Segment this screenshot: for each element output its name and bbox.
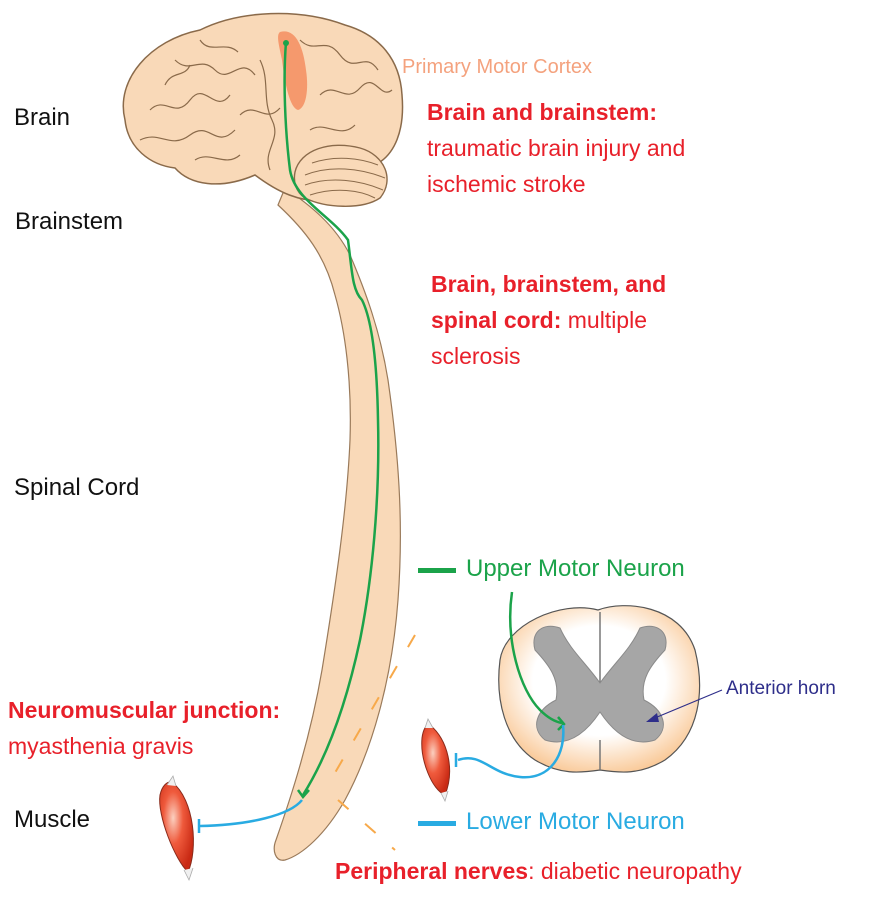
disease-site-line-2: spinal cord: [431,307,562,333]
left-muscle [159,775,194,882]
upper-neuron-soma [283,40,289,46]
anterior-horn-arrow [649,689,723,721]
zoom-connector-lines [324,634,416,851]
disease-ms-text: multiple [561,307,648,333]
cerebellum-folia [304,157,386,199]
right-muscle [421,718,451,803]
disease-site-brain-brainstem: Brain and brainstem: [427,99,658,125]
upper-motor-neuron-swatch [418,568,456,573]
disease-brain-brainstem: Brain and brainstem: traumatic brain inj… [427,94,685,202]
anterior-horn-arrowhead [646,713,659,722]
upper-neuron-section-terminal [557,716,566,731]
upper-neuron-terminal [296,789,310,800]
disease-site-line-1: Brain, brainstem, and [431,271,667,297]
disease-line-2: ischemic stroke [427,171,586,197]
upper-neuron-into-section [509,591,563,725]
cord-cross-section [498,605,701,773]
lower-motor-neuron-path [199,799,303,828]
disease-nmj-text: myasthenia gravis [8,733,194,759]
disease-line-1: traumatic brain injury and [427,135,686,161]
legend-upper-motor-neuron: Upper Motor Neuron [466,555,685,582]
brainstem-label: Brainstem [15,208,124,235]
anterior-horn-label: Anterior horn [726,678,836,699]
disease-brain-brainstem-cord: Brain, brainstem, and spinal cord: multi… [431,266,666,374]
upper-motor-neuron-path [283,41,380,796]
brain-gyri [139,39,393,171]
lower-neuron-out-of-section [457,724,565,779]
disease-site-nmj: Neuromuscular junction: [8,697,281,723]
disease-site-peripheral: Peripheral nerves [335,858,529,884]
muscle-label: Muscle [14,806,91,833]
disease-peripheral: Peripheral nerves: diabetic neuropathy [335,853,742,889]
brain-label: Brain [14,104,71,131]
disease-peripheral-text: : diabetic neuropathy [528,858,742,884]
lower-motor-neuron-swatch [418,821,456,826]
spinal-cord-label: Spinal Cord [14,474,140,501]
primary-motor-cortex-label: Primary Motor Cortex [402,56,593,78]
disease-nmj: Neuromuscular junction: myasthenia gravi… [8,692,280,764]
spinal-cord-shape [273,187,401,861]
disease-ms-text-2: sclerosis [431,343,521,369]
legend-lower-motor-neuron: Lower Motor Neuron [466,808,685,835]
